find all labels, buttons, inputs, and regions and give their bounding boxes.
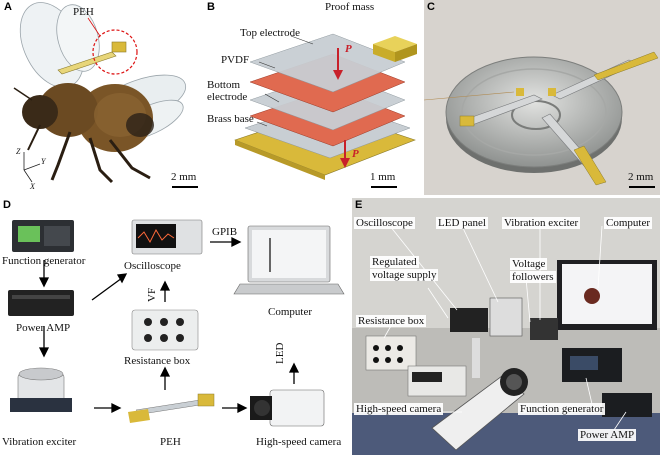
axis-z-label: Z — [16, 147, 21, 156]
label-vf: VF — [146, 287, 158, 302]
label-vibration-exciter: Vibration exciter — [2, 436, 77, 448]
polarization-bottom: P — [352, 148, 359, 160]
label-peh: PEH — [160, 436, 181, 448]
panel-label-d: D — [3, 199, 11, 211]
panel-b: B Proof mass Top electrode PVDF Bottom e… — [205, 0, 420, 195]
setup-schematic — [8, 219, 345, 427]
panel-label-a: A — [4, 1, 12, 13]
photo-label-oscilloscope: Oscilloscope — [354, 217, 415, 229]
panel-label-b: B — [207, 1, 215, 13]
panel-label-e: E — [355, 199, 363, 211]
scale-bar-c — [629, 186, 655, 188]
panel-d: D Function generator Power AMP Vibration… — [0, 198, 352, 455]
label-function-generator: Function generator — [2, 255, 86, 267]
label-power-amp: Power AMP — [16, 322, 71, 334]
layer-top-electrode: Top electrode — [240, 27, 301, 39]
label-led: LED — [274, 342, 286, 364]
photo-label-vibration-exciter: Vibration exciter — [502, 217, 581, 229]
label-oscilloscope: Oscilloscope — [124, 260, 181, 272]
panel-e: E Oscilloscope LED panel Vibration excit… — [352, 198, 660, 455]
photo-label-resistance-box: Resistance box — [356, 315, 427, 327]
photo-label-regulated: Regulated — [370, 256, 419, 268]
layer-electrode: electrode — [207, 91, 248, 103]
panel-label-c: C — [427, 1, 435, 13]
scale-bar-label-b: 1 mm — [370, 171, 396, 183]
scale-bar-a — [172, 186, 198, 188]
photo-label-voltage: Voltage — [510, 258, 548, 270]
photo-label-followers: followers — [510, 271, 556, 283]
photo-label-function-generator: Function generator — [518, 403, 606, 415]
panel-a: A PEH Z Y X 2 mm — [0, 0, 205, 195]
layer-bottom: Bottom — [207, 79, 241, 91]
photo-label-power-amp: Power AMP — [578, 429, 637, 441]
peh-label: PEH — [73, 6, 94, 18]
axis-y-label: Y — [41, 157, 46, 166]
scale-bar-label-a: 2 mm — [171, 171, 197, 183]
label-gpib: GPIB — [212, 226, 238, 238]
photo-label-led-panel: LED panel — [436, 217, 488, 229]
photo-label-voltage-supply: voltage supply — [370, 269, 439, 281]
bee-illustration — [13, 2, 187, 184]
layer-proof-mass: Proof mass — [325, 1, 375, 13]
coin-photo — [424, 0, 660, 195]
label-high-speed-camera: High-speed camera — [256, 436, 342, 448]
layer-brass-base: Brass base — [207, 113, 254, 125]
label-resistance-box: Resistance box — [124, 355, 191, 367]
layer-stack-diagram — [234, 33, 417, 180]
photo-label-computer: Computer — [604, 217, 652, 229]
label-computer: Computer — [268, 306, 312, 318]
polarization-top: P — [345, 43, 352, 55]
axis-x-label: X — [30, 182, 35, 191]
photo-label-high-speed-camera: High-speed camera — [354, 403, 444, 415]
scale-bar-label-c: 2 mm — [628, 171, 654, 183]
panel-c: C 2 mm — [424, 0, 660, 195]
scale-bar-b — [371, 186, 397, 188]
layer-pvdf: PVDF — [221, 54, 250, 66]
